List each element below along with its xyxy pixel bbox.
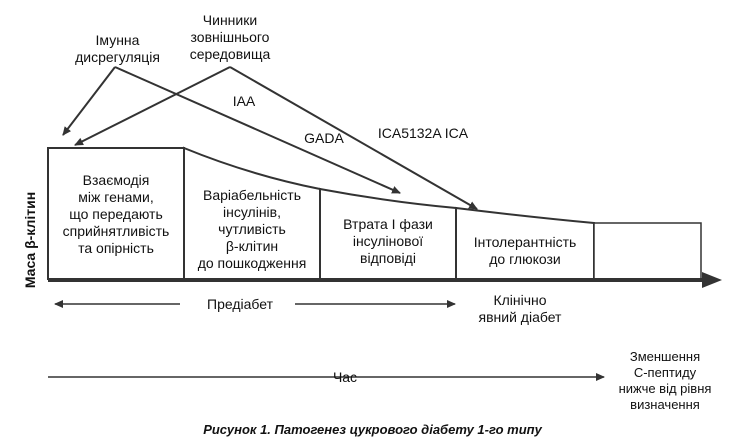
env-arrow-left [74,66,231,146]
stage-text-2: Варіабельність інсулінів, чутливість β-к… [197,187,307,271]
stage-text-1: Взаємодія між генами, що передають сприй… [62,172,170,256]
label-prediabetes: Предіабет [207,296,273,312]
stage-box-5 [593,222,702,280]
stage-text-3: Втрата І фази інсулінової відповіді [343,216,433,266]
label-time: Час [332,369,358,385]
immune-arrow-right [114,66,401,194]
label-environmental-factors: Чинники зовнішнього середовища [189,12,271,62]
label-iaa: IAA [232,93,256,109]
label-clinical-diabetes: Клінічно явний діабет [478,292,562,325]
label-ica: ICA5132A ICA [377,125,469,141]
immune-arrow-left [62,66,116,136]
label-gada: GADA [304,130,344,146]
env-arrow-right [229,66,478,210]
label-immune-dysregulation: Імунна дисрегуляція [75,32,160,65]
main-axis-arrowhead [702,272,722,288]
stage-text-4: Інтолерантність до глюкози [473,234,577,267]
figure-caption: Рисунок 1. Патогенез цукрового діабету 1… [203,422,542,437]
label-c-peptide: Зменшення С-пептиду нижче від рівня визн… [618,349,712,412]
